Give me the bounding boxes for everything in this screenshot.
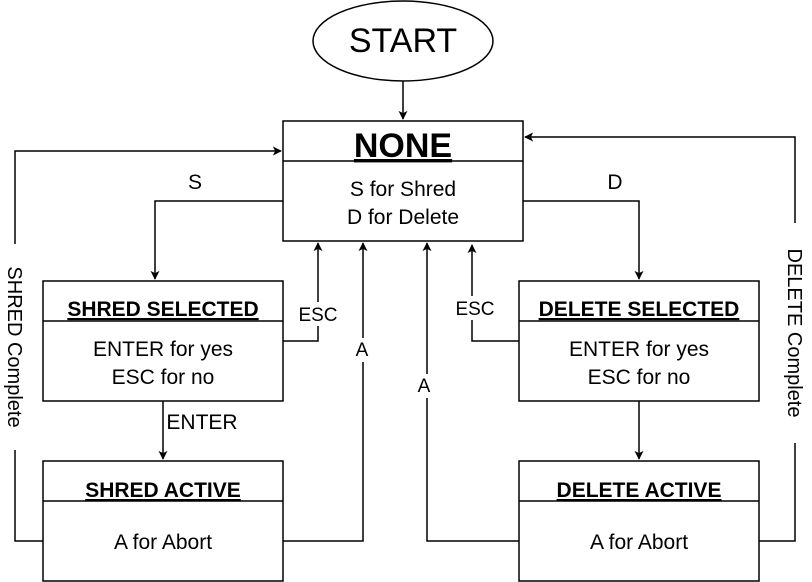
- state-delete-active-line-1: A for Abort: [590, 531, 688, 554]
- edge-label-abort-delete: A: [418, 376, 431, 397]
- state-shred-selected-title: SHRED SELECTED: [67, 298, 258, 321]
- edge-shred-selected-esc-to-none: [283, 242, 323, 342]
- edge-label-abort-shred: A: [356, 340, 369, 361]
- state-delete-selected-line-1: ENTER for yes: [569, 338, 709, 361]
- edge-label-d: D: [607, 171, 622, 194]
- state-shred-selected-line-1: ENTER for yes: [93, 338, 233, 361]
- edge-label-delete-complete: DELETE Complete: [783, 249, 805, 418]
- state-delete-selected-title: DELETE SELECTED: [539, 298, 740, 321]
- edge-none-to-shred-selected: [150, 200, 283, 280]
- start-label: START: [349, 22, 457, 60]
- state-none-title: NONE: [354, 127, 452, 165]
- state-shred-active: SHRED ACTIVE A for Abort: [42, 460, 284, 582]
- start-node: START: [312, 0, 494, 82]
- edge-label-s: S: [188, 171, 202, 194]
- state-delete-active-title: DELETE ACTIVE: [557, 479, 722, 502]
- edge-label-esc-delete: ESC: [455, 299, 494, 320]
- state-shred-selected-line-2: ESC for no: [112, 366, 215, 389]
- state-none-line-1: S for Shred: [350, 178, 456, 201]
- state-delete-selected: DELETE SELECTED ENTER for yes ESC for no: [518, 280, 760, 402]
- state-shred-active-title: SHRED ACTIVE: [85, 479, 241, 502]
- state-none-line-2: D for Delete: [347, 206, 459, 229]
- edge-shred-active-abort-to-none: [283, 242, 368, 542]
- edge-label-shred-complete: SHRED Complete: [3, 266, 25, 427]
- edge-delete-selected-esc-to-none: [467, 244, 519, 342]
- state-shred-selected: SHRED SELECTED ENTER for yes ESC for no: [42, 280, 284, 402]
- edge-label-esc-shred: ESC: [298, 305, 337, 326]
- state-none: NONE S for Shred D for Delete: [282, 120, 524, 242]
- edge-none-to-delete-selected: [523, 200, 644, 280]
- state-delete-selected-line-2: ESC for no: [588, 366, 691, 389]
- edge-delete-active-abort-to-none: [422, 242, 519, 542]
- edge-label-enter: ENTER: [166, 411, 237, 434]
- state-shred-active-line-1: A for Abort: [114, 531, 212, 554]
- state-delete-active: DELETE ACTIVE A for Abort: [518, 460, 760, 582]
